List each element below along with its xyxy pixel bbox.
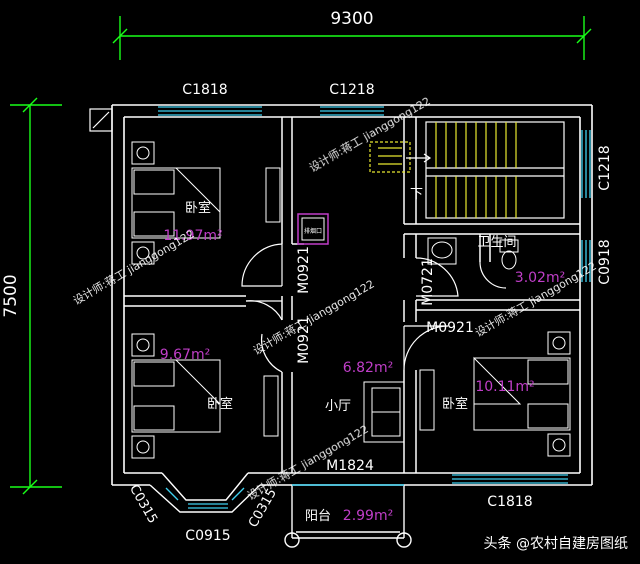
window-label-right-mid: C0918	[597, 239, 613, 284]
window-label-right-upper: C1218	[597, 145, 613, 190]
room-name-hall: 小厅	[325, 399, 351, 414]
window-right-upper	[581, 130, 591, 198]
window-label-bay-mid: C0915	[185, 528, 230, 544]
corner-duct	[89, 108, 113, 132]
door-label-2: M0921	[296, 316, 312, 364]
bay-window	[149, 472, 261, 513]
bed-sw	[131, 333, 279, 459]
window-label-top-left: C1818	[182, 82, 227, 98]
room-name-bedroom-sw: 卧室	[207, 396, 233, 412]
smoke-duct-box	[297, 213, 329, 245]
room-area-bedroom-se: 10.11m²	[475, 379, 534, 395]
door-label-3: M0721	[420, 258, 436, 306]
window-label-bottom-right: C1818	[487, 494, 532, 510]
room-area-balcony: 2.99m²	[343, 508, 393, 524]
room-area-bathroom: 3.02m²	[515, 270, 565, 286]
bed-nw	[131, 141, 281, 265]
dimension-lines	[10, 16, 592, 495]
room-area-bedroom-nw: 11.97m²	[163, 228, 222, 244]
room-name-balcony: 阳台	[305, 509, 331, 524]
window-top-mid	[320, 106, 384, 116]
watermarks: 设计师:蒋工 jianggong122 设计师:蒋工 jianggong122 …	[71, 95, 599, 503]
source-credit: 头条 @农村自建房图纸	[484, 535, 628, 552]
door-swings	[241, 243, 507, 373]
door-label-main: M1824	[326, 458, 374, 474]
height-dimension-label: 7500	[1, 274, 21, 317]
interior-walls	[124, 117, 580, 473]
bathroom-fixtures	[427, 237, 519, 270]
room-name-bedroom-nw: 卧室	[185, 200, 211, 216]
window-right-mid	[581, 240, 591, 282]
window-label-top-mid: C1218	[329, 82, 374, 98]
door-label-4: M0921	[426, 320, 474, 336]
watermark-3: 设计师:蒋工 jianggong122	[251, 278, 377, 358]
staircase	[369, 121, 565, 219]
stair-down-label: 下	[410, 187, 423, 202]
room-name-bathroom: 卫生间	[477, 235, 516, 250]
room-name-bedroom-se: 卧室	[442, 396, 468, 412]
room-area-hall: 6.82m²	[343, 360, 393, 376]
room-area-bedroom-sw: 9.67m²	[160, 347, 210, 363]
smoke-duct-label: 排烟口	[304, 227, 322, 235]
bed-se	[419, 331, 571, 457]
balcony	[284, 484, 412, 548]
sofa	[363, 381, 405, 443]
width-dimension-label: 9300	[330, 9, 373, 29]
window-bottom-right	[452, 474, 568, 484]
window-top-left	[158, 106, 262, 116]
door-label-1: M0921	[296, 246, 312, 294]
